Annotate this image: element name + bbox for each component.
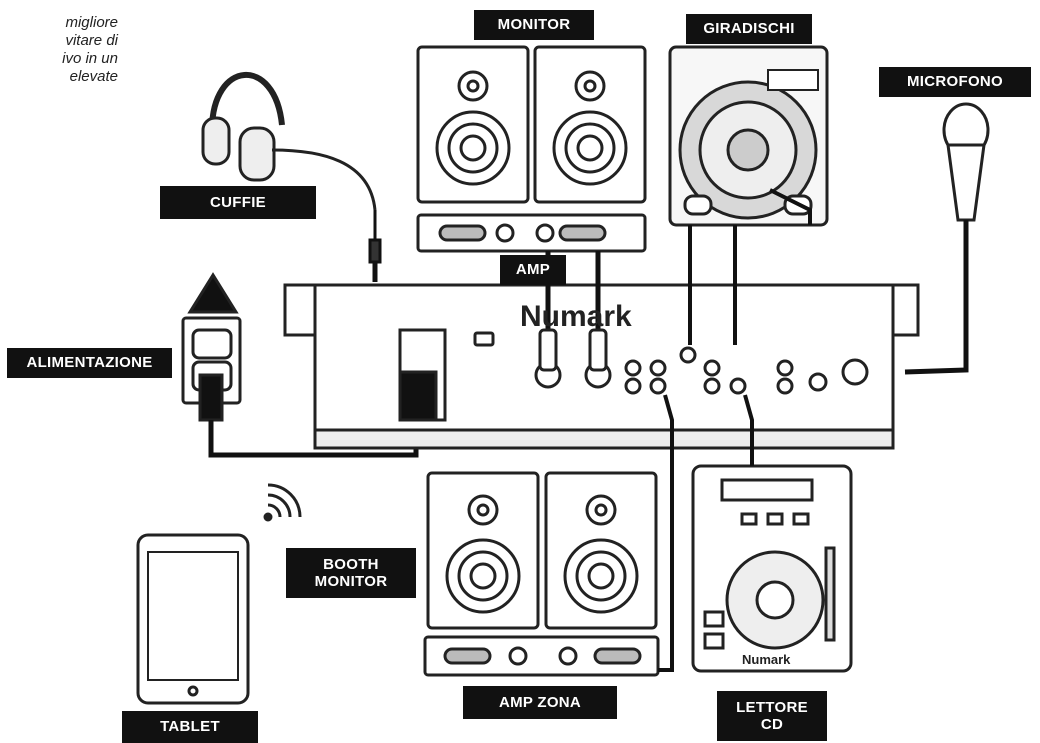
label-amp: AMP xyxy=(500,255,566,285)
monitor-speakers xyxy=(416,45,647,253)
microphone-cable xyxy=(904,220,969,375)
label-lettore-cd: LETTORE CD xyxy=(717,691,827,741)
label-microfono: MICROFONO xyxy=(879,67,1031,97)
headphone-cable xyxy=(368,210,382,282)
note-line: elevate xyxy=(69,68,118,85)
note-line: vitare di xyxy=(65,32,118,49)
cd-player-brand: Numark xyxy=(742,652,791,667)
label-tablet: TABLET xyxy=(122,711,258,743)
booth-monitor-speakers xyxy=(423,471,660,677)
amp-zona-cable xyxy=(658,394,674,672)
cd-player-cable xyxy=(743,394,754,466)
mixer-unit xyxy=(283,283,920,450)
note-line: ivo in un xyxy=(62,50,118,67)
label-cuffie: CUFFIE xyxy=(160,186,316,219)
label-alimentazione: ALIMENTAZIONE xyxy=(7,348,172,378)
wireless-signal-icon xyxy=(263,483,302,522)
mixer-brand: Numark xyxy=(520,300,632,333)
note-line: migliore xyxy=(65,14,118,31)
note-text: migliore vitare di ivo in un elevate xyxy=(0,14,118,86)
amp-plugs xyxy=(538,328,608,372)
turntable xyxy=(668,45,829,227)
label-booth-monitor: BOOTH MONITOR xyxy=(286,548,416,598)
label-amp-zona: AMP ZONA xyxy=(463,686,617,719)
microphone-icon xyxy=(942,102,990,222)
cd-player xyxy=(691,464,853,673)
tablet-icon xyxy=(136,533,250,705)
turntable-cables xyxy=(688,188,812,345)
power-outlet xyxy=(181,272,242,422)
label-giradischi: GIRADISCHI xyxy=(686,14,812,44)
label-monitor: MONITOR xyxy=(474,10,594,40)
headphones-icon xyxy=(201,71,377,211)
